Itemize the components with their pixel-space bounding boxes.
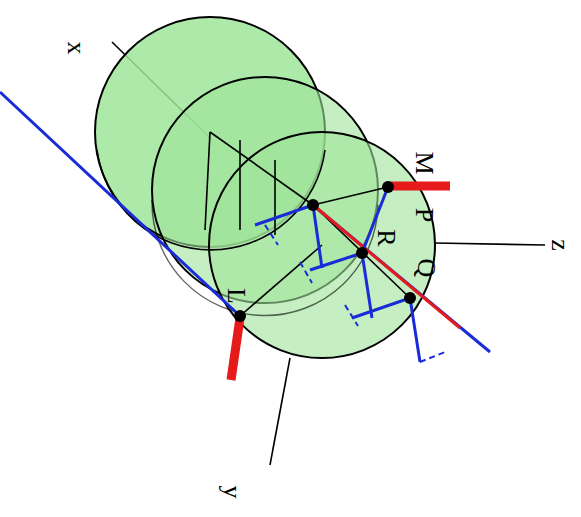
point-label: z xyxy=(547,239,573,251)
point-label: x xyxy=(63,42,89,55)
point-label: L xyxy=(223,288,249,304)
point-label: Q xyxy=(413,259,439,278)
point-label: M xyxy=(411,151,437,174)
point-label: y xyxy=(219,486,245,499)
point-label: R xyxy=(373,229,399,246)
point-label: P xyxy=(411,208,437,222)
